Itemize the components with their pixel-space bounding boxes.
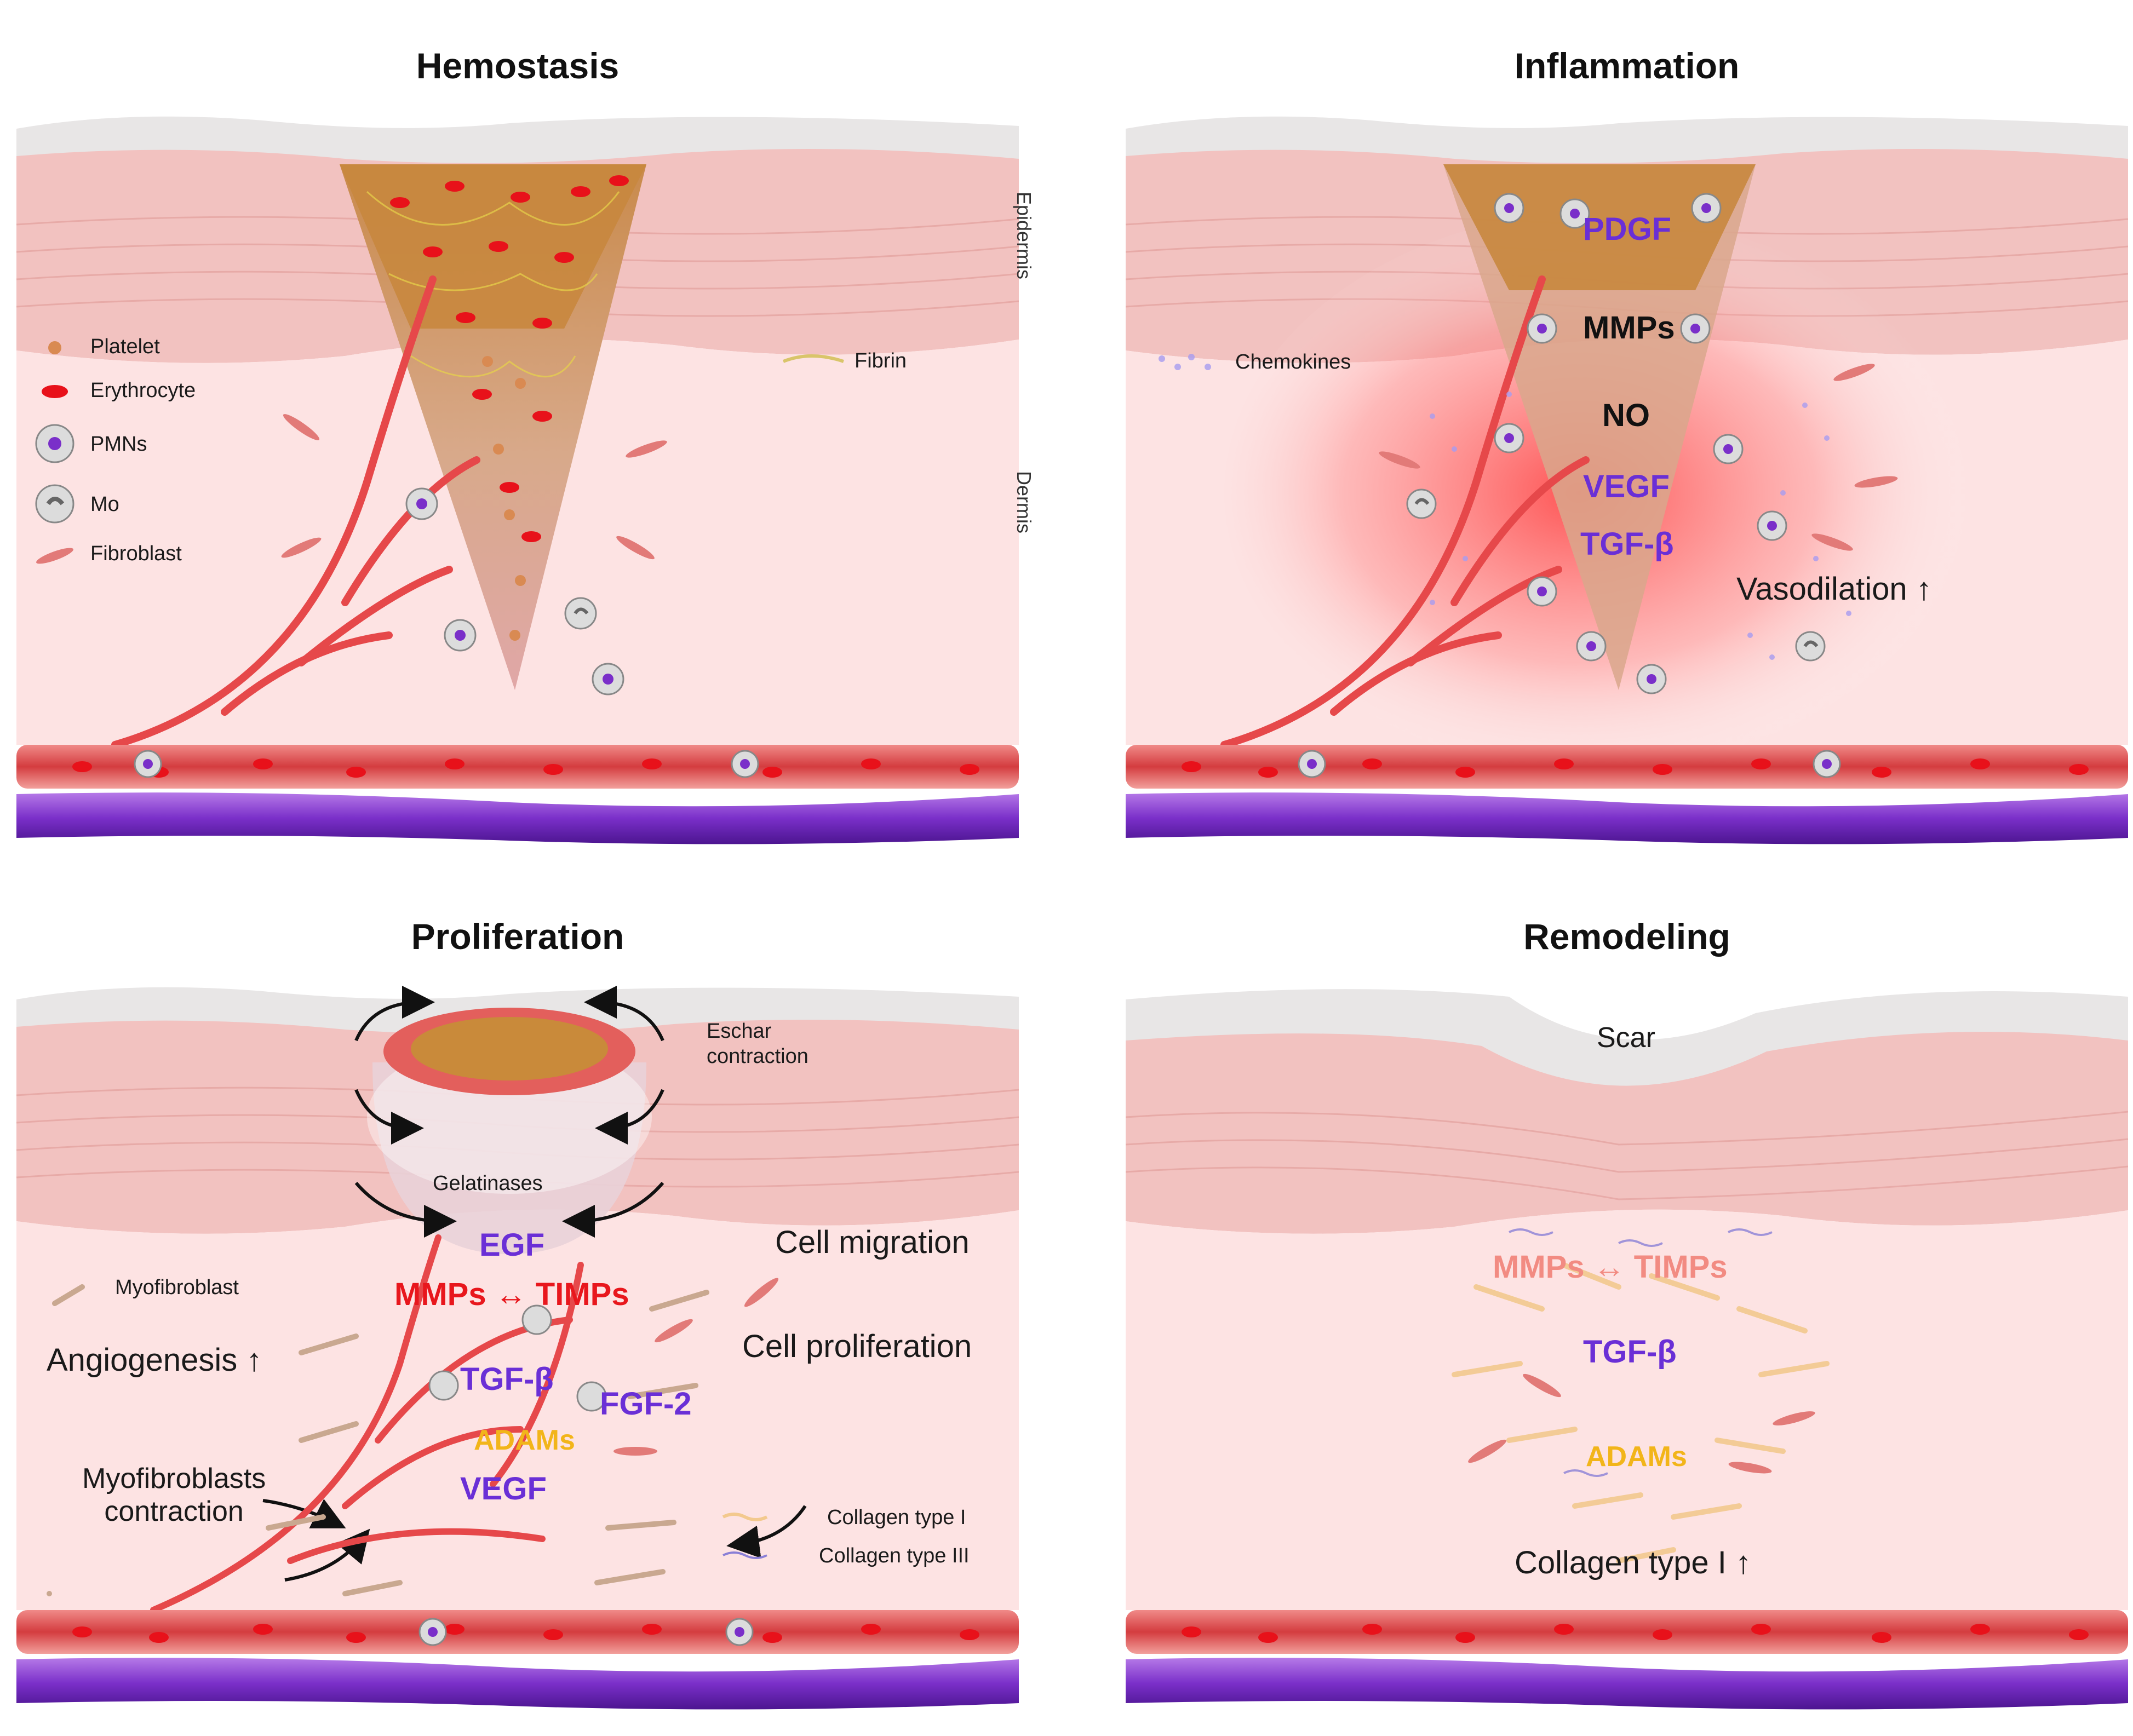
skin-cross-section (1126, 116, 2128, 844)
panel-title: Inflammation (1514, 45, 1740, 86)
collagen-type-i-label: Collagen type I ↑ (1515, 1545, 1752, 1580)
myofibroblasts-contraction-label: Myofibroblasts contraction (82, 1463, 266, 1527)
collagen-fibres (1452, 1262, 1830, 1563)
artery (16, 745, 1019, 789)
panel-hemostasis: Hemostasis (16, 45, 1035, 854)
legend-fibroblast: Fibroblast (90, 542, 182, 565)
molecule-tgfb: TGF-β (1580, 526, 1674, 562)
cell-migration-label: Cell migration (775, 1225, 970, 1260)
molecule-tgfb: TGF-β (1583, 1334, 1677, 1370)
panel-proliferation: Proliferation (16, 916, 1019, 1720)
vein (16, 792, 1019, 844)
pmn-cells (1406, 193, 1826, 694)
gelatinases-label: Gelatinases (433, 1172, 543, 1195)
legend-platelet: Platelet (90, 335, 160, 358)
cell-proliferation-label: Cell proliferation (742, 1329, 972, 1364)
artery (16, 1610, 1019, 1654)
molecule-vegf: VEGF (460, 1471, 547, 1507)
legend-icons (35, 341, 844, 564)
vasodilation-label: Vasodilation ↑ (1736, 571, 1932, 607)
panel-title: Proliferation (411, 916, 624, 957)
panel-title: Remodeling (1523, 916, 1730, 957)
molecule-pdgf: PDGF (1583, 211, 1672, 247)
molecule-egf: EGF (479, 1227, 545, 1263)
panel-remodeling: Remodeling (1126, 916, 2128, 1720)
panel-title: Hemostasis (416, 45, 620, 86)
skin-cross-section (16, 986, 1019, 1710)
eschar-label: Eschar contraction (707, 1020, 809, 1068)
molecule-fgf2: FGF-2 (600, 1386, 692, 1422)
molecule-adams: ADAMs (1586, 1441, 1687, 1473)
myofibroblast-label: Myofibroblast (115, 1276, 239, 1299)
skin-cross-section (1126, 989, 2128, 1710)
skin-cross-section (16, 116, 1019, 844)
angiogenesis-label: Angiogenesis ↑ (47, 1342, 262, 1378)
vein (16, 1658, 1019, 1710)
vein (1126, 1658, 2128, 1710)
molecule-no: NO (1602, 398, 1650, 433)
chemokines-label: Chemokines (1235, 350, 1351, 373)
layer-label-epidermis: Epidermis (1013, 192, 1035, 280)
panel-inflammation: Inflammation (1126, 45, 2128, 854)
legend-mo: Mo (90, 493, 119, 516)
legend-pmns: PMNs (90, 433, 147, 456)
layer-label-dermis: Dermis (1013, 471, 1035, 533)
collagen-type-i-label: Collagen type I (827, 1506, 966, 1529)
scar-label: Scar (1597, 1022, 1655, 1054)
vein (1126, 792, 2128, 844)
molecule-mmps-timps: MMPs ↔ TIMPs (1493, 1249, 1728, 1285)
artery (1126, 1610, 2128, 1654)
molecule-vegf: VEGF (1583, 469, 1670, 504)
fibrin-label: Fibrin (855, 349, 907, 372)
artery (1126, 745, 2128, 789)
collagen-type-iii-label: Collagen type III (819, 1544, 970, 1567)
legend-erythrocyte: Erythrocyte (90, 379, 196, 402)
molecule-adams: ADAMs (474, 1424, 575, 1456)
molecule-mmps-timps: MMPs ↔ TIMPs (394, 1277, 629, 1312)
molecule-tgfb: TGF-β (460, 1361, 554, 1397)
molecule-mmps: MMPs (1583, 310, 1675, 346)
